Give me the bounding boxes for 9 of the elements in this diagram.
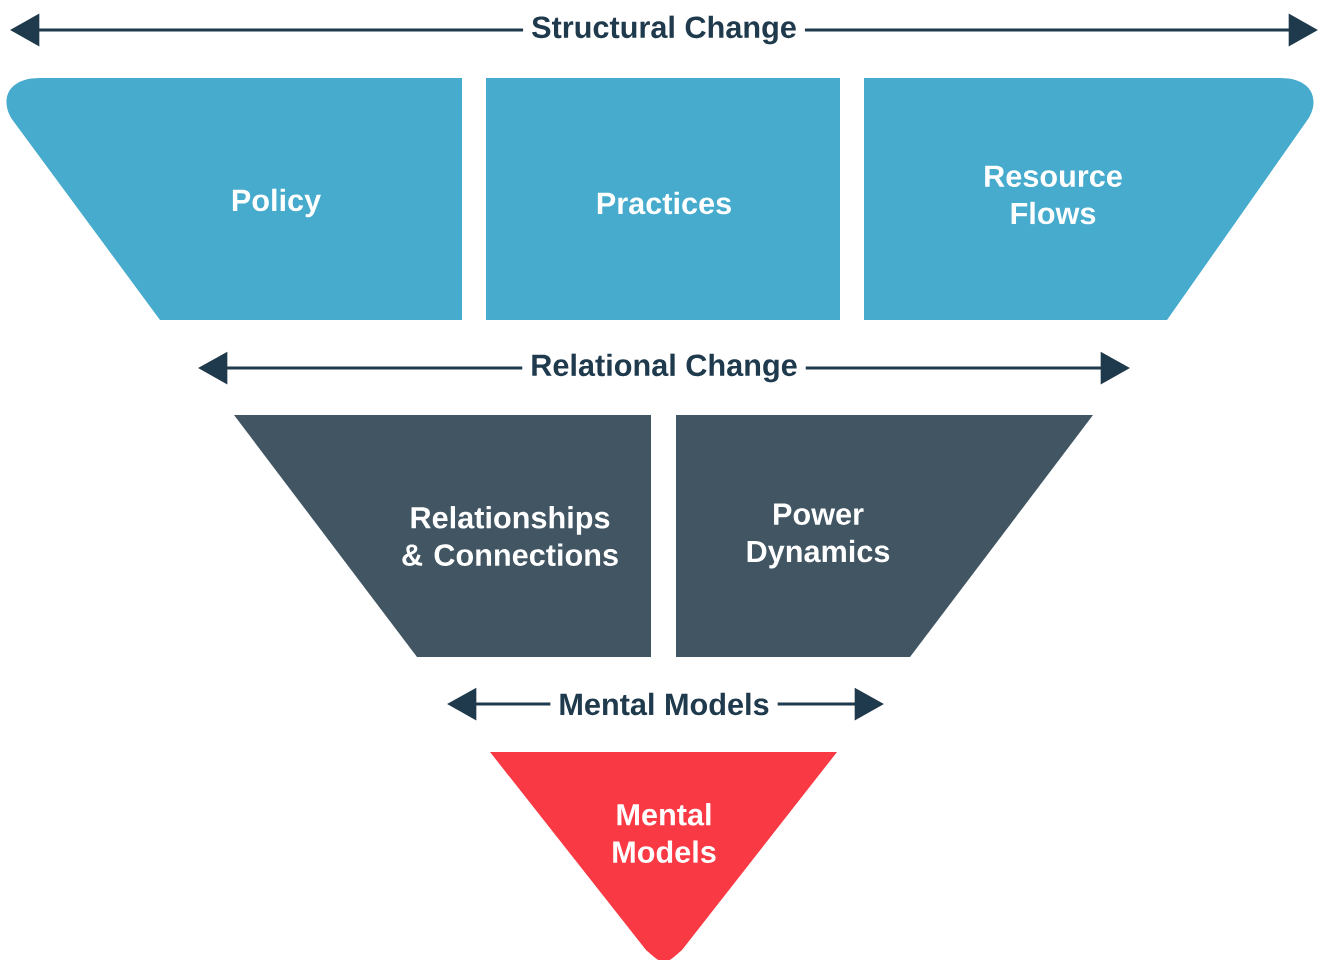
trapezoid-block: Policy	[6, 78, 462, 320]
trapezoid-block: Resource Flows	[864, 78, 1314, 320]
trapezoid-block: Power Dynamics	[676, 415, 1093, 657]
section-heading: Mental Models	[550, 690, 778, 718]
section-heading: Structural Change	[523, 13, 805, 48]
trapezoid-block: Relationships & Connections	[234, 415, 651, 657]
trapezoid-block: Mental Models	[490, 752, 837, 960]
section-heading: Relational Change	[522, 351, 806, 386]
trapezoid-block: Practices	[486, 78, 840, 320]
